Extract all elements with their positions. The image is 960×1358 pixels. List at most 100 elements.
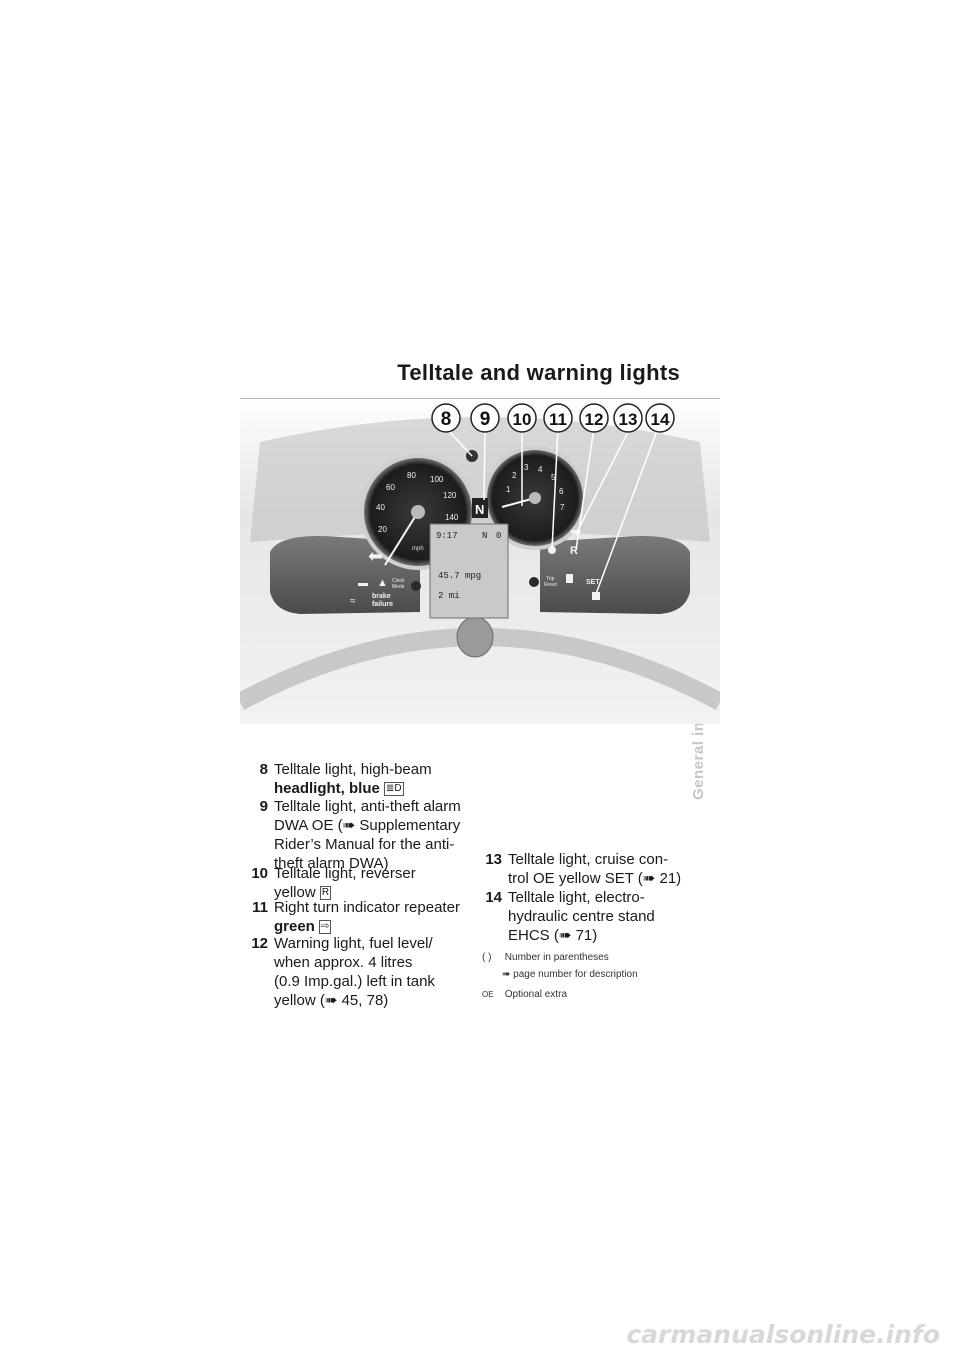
left-turn-arrow-icon: ⬅ — [368, 546, 383, 566]
battery-warning-icon: ▬ — [358, 578, 368, 589]
legend-line: when approx. 4 litres — [274, 954, 413, 971]
speed-tick-120: 120 — [443, 491, 457, 500]
speed-tick-100: 100 — [430, 475, 444, 484]
legend-line: yellow (➠ 45, 78) — [274, 992, 389, 1009]
lcd-time: 9:17 — [436, 531, 458, 541]
speed-tick-80: 80 — [407, 471, 416, 480]
legend-text: Telltale light, cruise con- trol OE yell… — [508, 850, 708, 888]
rpm-tick-6: 6 — [559, 487, 564, 496]
legend-line: Telltale light, cruise con- — [508, 851, 669, 868]
note-mark: ( ) — [482, 952, 492, 963]
leader-line-8 — [445, 427, 473, 457]
legend-line: DWA OE (➠ Supplementary — [274, 817, 461, 834]
tachometer-hub — [529, 492, 541, 504]
lcd-mpg: 45.7 mpg — [438, 571, 481, 581]
legend-text: Right turn indicator repeater green ⇨ — [274, 898, 478, 936]
legend-line: yellow — [274, 884, 316, 901]
legend-line: hydraulic centre stand — [508, 908, 655, 925]
oil-warning-icon: ≈ — [350, 596, 356, 607]
legend-line: Rider’s Manual for the anti- — [274, 836, 455, 853]
rpm-tick-2: 2 — [512, 471, 517, 480]
note-text: ➠ page number for description — [502, 969, 638, 980]
svg-text:13: 13 — [619, 410, 638, 429]
speedometer-needle — [384, 511, 419, 566]
reset-label: Reset — [544, 582, 558, 588]
fairing-shell — [250, 417, 710, 542]
leader-line-14 — [595, 427, 659, 595]
legend-line: Telltale light, reverser — [274, 865, 416, 882]
mode-label: Mode — [392, 584, 405, 590]
callout-8: 8 — [431, 403, 461, 433]
gear-indicator-box — [472, 498, 488, 518]
legend-line: green — [274, 918, 315, 935]
speed-tick-140: 140 — [445, 513, 459, 522]
speed-tick-60: 60 — [386, 483, 395, 492]
speed-tick-20: 20 — [378, 525, 387, 534]
brake-label: brake — [372, 593, 391, 600]
svg-text:14: 14 — [651, 410, 670, 429]
trip-reset-knob — [529, 577, 539, 587]
turn-indicator-icon: ⇨ — [319, 920, 332, 934]
watermark: carmanualsonline.info — [626, 1320, 940, 1349]
reverse-icon: R — [319, 886, 332, 900]
legend-text: Telltale light, reverser yellow R — [274, 864, 474, 902]
legend-number: 14 — [485, 889, 502, 906]
gear-indicator: N — [475, 502, 484, 517]
centre-stand-icon — [592, 592, 600, 600]
legend-line: Telltale light, high-beam — [274, 761, 432, 778]
legend-number: 11 — [252, 899, 268, 916]
clock-label: Clock — [392, 578, 405, 584]
note-text: Number in parentheses — [504, 952, 609, 963]
legend-text: Telltale light, high-beam headlight, blu… — [274, 760, 474, 798]
lcd-distance: 2 mi — [438, 591, 460, 601]
lcd-mode: 0 — [496, 531, 501, 541]
speed-tick-40: 40 — [376, 503, 385, 512]
note-parentheses: ( ) Number in parentheses — [482, 952, 609, 963]
note-optional-extra: OE Optional extra — [482, 989, 567, 1000]
legend-line: trol OE yellow SET (➠ 21) — [508, 870, 682, 887]
clock-mode-knob — [411, 581, 421, 591]
reverse-indicator: R — [570, 545, 578, 557]
legend-line: Telltale light, anti-theft alarm — [274, 798, 461, 815]
note-text: Optional extra — [504, 989, 568, 1000]
legend-number: 8 — [259, 761, 268, 778]
svg-text:11: 11 — [549, 410, 567, 429]
trip-label: Trip — [546, 576, 555, 582]
legend-line: Warning light, fuel level/ — [274, 935, 433, 952]
speedometer-hub — [411, 505, 425, 519]
failure-label: failure — [372, 601, 393, 608]
cruise-set-indicator: SET — [586, 579, 600, 586]
legend-number: 9 — [259, 798, 268, 815]
svg-text:8: 8 — [441, 409, 452, 430]
callout-9: 9 — [470, 403, 500, 433]
callout-10: 10 — [507, 403, 537, 433]
leader-line-11 — [551, 427, 559, 551]
callout-11: 11 — [543, 403, 573, 433]
callout-12: 12 — [579, 403, 609, 433]
general-warning-icon: ▲ — [377, 577, 388, 589]
svg-text:9: 9 — [480, 409, 491, 430]
svg-text:10: 10 — [513, 410, 532, 429]
fuel-warning-icon — [566, 574, 573, 583]
legend-line: theft alarm DWA) — [274, 855, 389, 872]
speed-unit: mph — [412, 546, 424, 552]
legend-number: 10 — [251, 865, 268, 882]
note-page-arrow: ➠ page number for description — [502, 969, 638, 980]
page-title: Telltale and warning lights — [397, 360, 680, 385]
legend-line: Telltale light, electro- — [508, 889, 645, 906]
legend-text: Telltale light, electro- hydraulic centr… — [508, 888, 708, 945]
legend-line: headlight, blue — [274, 780, 380, 797]
legend-text: Telltale light, anti-theft alarm DWA OE … — [274, 797, 478, 873]
legend-line: (0.9 Imp.gal.) left in tank — [274, 973, 435, 990]
lcd-gear: N — [482, 531, 487, 541]
ignition-switch — [456, 616, 494, 658]
note-mark: OE — [482, 990, 494, 999]
rpm-tick-5: 5 — [551, 473, 556, 482]
callout-13: 13 — [613, 403, 643, 433]
rpm-tick-1: 1 — [506, 485, 511, 494]
callout-14: 14 — [645, 403, 675, 433]
rpm-tick-4: 4 — [538, 465, 543, 474]
svg-text:12: 12 — [585, 410, 604, 429]
lcd-display — [429, 523, 509, 619]
legend-line: Right turn indicator repeater — [274, 899, 460, 916]
